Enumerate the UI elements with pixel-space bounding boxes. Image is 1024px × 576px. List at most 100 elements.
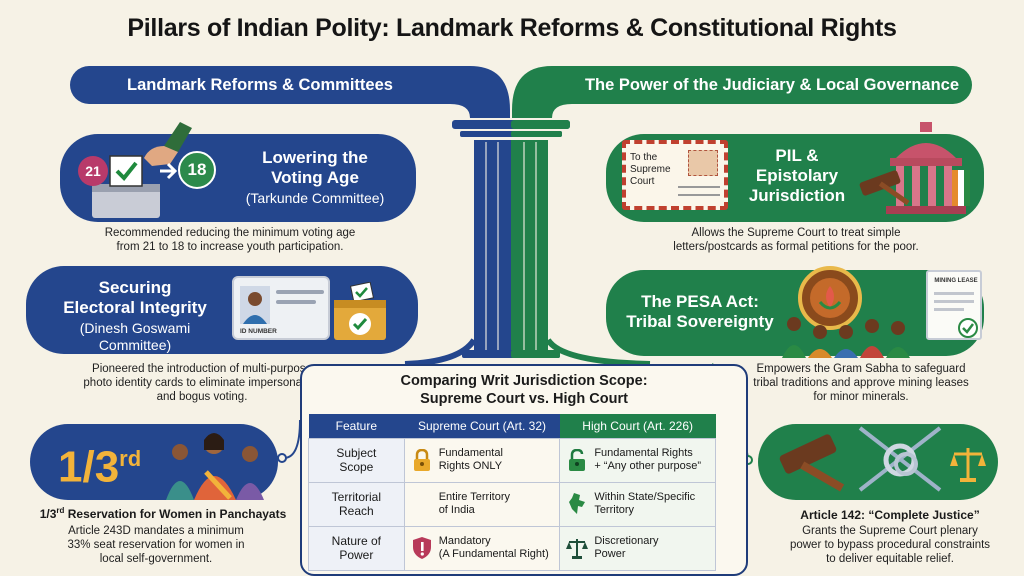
pesa-title-line2: Tribal Sovereignty [626, 312, 774, 331]
pil-title-line1: PIL & [775, 146, 819, 165]
feature-line1: Territorial [331, 490, 382, 504]
pil-title-line2: Epistolary [755, 166, 839, 185]
supreme-court-cell: Entire Territory of India [403, 481, 561, 527]
header-high-court: High Court (Art. 226) [559, 414, 716, 438]
hc-line1: Within State/Specific [594, 491, 696, 503]
electoral-desc-line3: and bogus voting. [156, 391, 248, 403]
sc-line2: of India [438, 504, 475, 516]
hc-line2: Territory [594, 504, 635, 516]
sc-line1: Fundamental [438, 447, 503, 459]
id-number-label: ID NUMBER [240, 328, 277, 335]
hc-line2: Power [594, 548, 626, 560]
reservation-description: Article 243D mandates a minimum 33% seat… [36, 524, 276, 566]
voting-box-illustration [92, 122, 192, 218]
writ-title-line1: Comparing Writ Jurisdiction Scope: [400, 373, 648, 389]
electoral-title-line2: Electoral Integrity [63, 298, 207, 317]
pil-desc-line2: letters/postcards as formal petitions fo… [673, 241, 919, 253]
voting-age-description: Recommended reducing the minimum voting … [80, 226, 380, 254]
electoral-desc-line2: photo identity cards to eliminate impers… [83, 377, 321, 389]
feature-cell: Territorial Reach [308, 481, 405, 527]
electoral-subtitle-line1: (Dinesh Goswami [79, 320, 191, 336]
voting-age-subtitle: (Tarkunde Committee) [245, 190, 385, 206]
person-photo-icon [240, 286, 270, 324]
voter-id-card: ID NUMBER [232, 276, 330, 340]
pesa-card [606, 270, 984, 356]
sc-line1: Mandatory [438, 535, 491, 547]
high-court-cell: Fundamental Rights + “Any other purpose” [559, 437, 716, 483]
article-142-desc-line1: Grants the Supreme Court plenary [802, 525, 978, 537]
voting-age-desc-line2: from 21 to 18 to increase youth particip… [116, 241, 344, 253]
feature-line2: Reach [339, 504, 374, 518]
writ-comparison-table: Feature Supreme Court (Art. 32) High Cou… [308, 414, 716, 571]
age-21-text: 21 [85, 163, 101, 179]
arrow-right-icon [160, 162, 178, 180]
postcard: To the Supreme Court [622, 140, 728, 210]
check-seal-icon [958, 318, 978, 338]
stamp-icon [688, 150, 718, 176]
table-row: Subject Scope Fundamental Rights ONLY [308, 437, 716, 483]
reservation-desc-line2: 33% seat reservation for women in [67, 539, 245, 551]
pesa-title-line1: The PESA Act: [641, 292, 759, 311]
age-18-text: 18 [187, 160, 207, 179]
age-21-badge: 21 [78, 156, 108, 186]
header-feature: Feature [308, 414, 405, 438]
postcard-line1: To the [630, 152, 658, 163]
ballot-box-check-icon [334, 282, 386, 340]
shield-alert-icon [411, 536, 433, 560]
supreme-court-cell: Mandatory (A Fundamental Right) [403, 525, 561, 571]
voting-age-title-line1: Lowering the [262, 148, 368, 167]
fraction-text: 1/3 [58, 442, 120, 492]
one-third-fraction: 1/3rd [58, 432, 141, 495]
high-court-cell: Discretionary Power [559, 525, 716, 571]
pesa-description: Empowers the Gram Sabha to safeguard tri… [736, 362, 986, 404]
feature-line2: Scope [339, 460, 374, 474]
hc-line1: Discretionary [594, 535, 659, 547]
gavel-breaking-knot-illustration [779, 426, 986, 492]
supreme-court-cell: Fundamental Rights ONLY [403, 437, 561, 483]
writ-title-line2: Supreme Court vs. High Court [420, 391, 628, 407]
open-padlock-icon [566, 448, 588, 472]
voting-age-desc-line1: Recommended reducing the minimum voting … [104, 227, 356, 239]
header-supreme-court: Supreme Court (Art. 32) [404, 414, 560, 438]
page-title: Pillars of Indian Polity: Landmark Refor… [127, 14, 897, 42]
sc-line2: (A Fundamental Right) [438, 548, 549, 560]
feature-cell: Nature of Power [308, 525, 405, 571]
reservation-title-prefix: 1/3 [39, 507, 57, 521]
india-map-icon [411, 492, 433, 516]
age-18-badge: 18 [178, 151, 216, 189]
pil-desc-line1: Allows the Supreme Court to treat simple [691, 227, 901, 239]
gram-sabha-emblem-illustration [782, 266, 910, 358]
pesa-heading: The PESA Act: Tribal Sovereignty [616, 292, 784, 332]
electoral-desc-line1: Pioneered the introduction of multi-purp… [92, 363, 312, 375]
table-row: Nature of Power Mandatory (A Fundamental… [308, 525, 716, 571]
high-court-cell: Within State/Specific Territory [559, 481, 716, 527]
pil-heading: PIL & Epistolary Jurisdiction [734, 146, 860, 206]
article-142-desc-line3: to deliver equitable relief. [826, 553, 954, 565]
right-column-banner: The Power of the Judiciary & Local Gover… [572, 66, 972, 104]
electoral-description: Pioneered the introduction of multi-purp… [52, 362, 352, 404]
hc-line1: Fundamental Rights [594, 447, 693, 459]
reservation-title: 1/3rd Reservation for Women in Panchayat… [28, 506, 298, 521]
table-header-row: Feature Supreme Court (Art. 32) High Cou… [308, 414, 716, 438]
postcard-line2: Supreme [630, 164, 671, 175]
table-row: Territorial Reach Entire Territory of In… [308, 481, 716, 527]
writ-table-title: Comparing Writ Jurisdiction Scope: Supre… [300, 372, 748, 408]
fraction-sup: rd [119, 446, 142, 471]
voting-age-heading: Lowering the Voting Age (Tarkunde Commit… [230, 148, 400, 207]
article-142-title: Article 142: “Complete Justice” [800, 508, 980, 522]
electoral-subtitle-line2: Committee) [98, 337, 172, 353]
left-column-banner: Landmark Reforms & Committees [70, 66, 450, 104]
reservation-desc-line3: local self-government. [99, 553, 213, 565]
hc-line2: + “Any other purpose” [594, 460, 702, 472]
women-group-illustration [166, 433, 264, 500]
reservation-title-sup: rd [56, 506, 65, 515]
padlock-icon [411, 448, 433, 472]
pesa-desc-line3: for minor minerals. [813, 391, 909, 403]
electoral-title-line1: Securing [98, 278, 172, 297]
feature-line1: Nature of [331, 534, 382, 548]
feature-line1: Subject [336, 446, 377, 460]
postcard-line3: Court [630, 176, 655, 187]
mining-lease-label: MINING LEASE [934, 278, 978, 284]
pil-description: Allows the Supreme Court to treat simple… [636, 226, 956, 254]
pesa-desc-line1: Empowers the Gram Sabha to safeguard [756, 363, 966, 375]
